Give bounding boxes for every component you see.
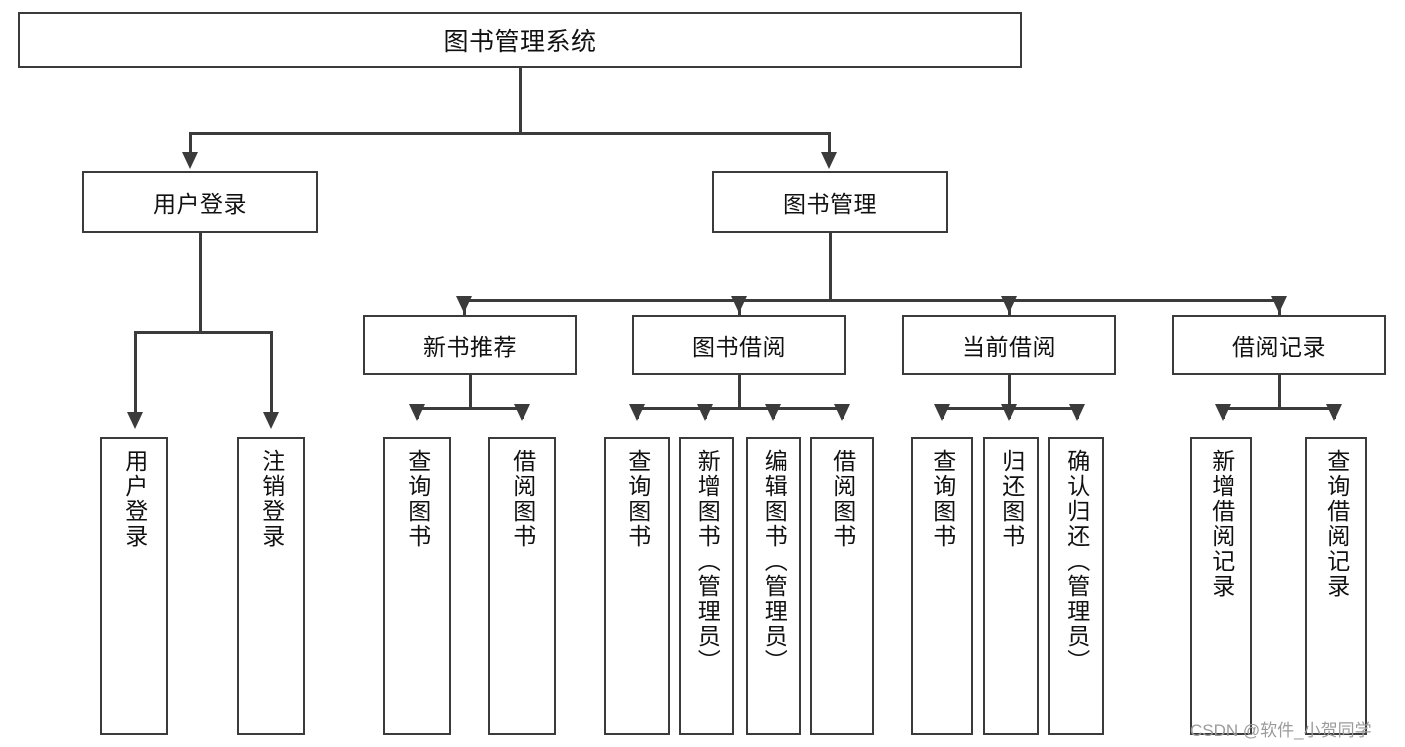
leaf-label: 归还图书 <box>998 449 1025 549</box>
edge-user-login-bus <box>134 331 272 334</box>
edge-user-login-to-leaf-2 <box>270 331 273 415</box>
edge-book-borrow-bus <box>636 407 844 410</box>
arrowhead-book-borrow-leaf-3 <box>765 404 781 421</box>
node-user-login[interactable]: 用户登录 <box>82 171 318 233</box>
node-label: 新书推荐 <box>423 334 517 360</box>
arrowhead-new-book-leaf-2 <box>514 404 530 421</box>
edge-root-to-book-mgmt <box>828 132 831 155</box>
arrowhead-current-borrow-leaf-2 <box>1001 404 1017 421</box>
leaf-label: 查询借阅记录 <box>1323 449 1350 599</box>
edge-borrow-record-stem <box>1278 375 1281 409</box>
node-borrow-record[interactable]: 借阅记录 <box>1172 315 1386 375</box>
leaf-label: 查询图书 <box>624 449 651 549</box>
leaf-label: 查询图书 <box>404 449 431 549</box>
arrowhead-borrow-record-leaf-2 <box>1326 404 1342 421</box>
leaf-book-borrow-query[interactable]: 查询图书 <box>604 437 670 735</box>
leaf-label: 新增借阅记录 <box>1208 449 1235 599</box>
leaf-current-borrow-query[interactable]: 查询图书 <box>911 437 973 735</box>
edge-current-borrow-stem <box>1008 375 1011 409</box>
edge-book-mgmt-stem <box>829 233 832 301</box>
arrowhead-borrow-record-leaf-1 <box>1215 404 1231 421</box>
node-root-system[interactable]: 图书管理系统 <box>18 12 1022 68</box>
leaf-current-borrow-confirm[interactable]: 确认归还（管理员） <box>1048 437 1104 735</box>
arrowhead-book-borrow-leaf-2 <box>697 404 713 421</box>
edge-user-login-to-leaf-1 <box>134 331 137 415</box>
leaf-new-book-borrow[interactable]: 借阅图书 <box>488 437 556 735</box>
leaf-current-borrow-return[interactable]: 归还图书 <box>983 437 1039 735</box>
node-label: 借阅记录 <box>1232 334 1326 360</box>
edge-new-book-stem <box>469 375 472 409</box>
leaf-borrow-record-add[interactable]: 新增借阅记录 <box>1190 437 1252 735</box>
leaf-label: 查询图书 <box>929 449 956 549</box>
leaf-label: 借阅图书 <box>829 449 856 549</box>
arrowhead-book-mgmt <box>821 152 837 169</box>
leaf-user-login-signout[interactable]: 注销登录 <box>237 437 305 735</box>
edge-root-stem <box>519 68 522 134</box>
leaf-label: 用户登录 <box>121 449 148 549</box>
node-label: 图书管理 <box>783 191 877 217</box>
arrowhead-current-borrow-leaf-1 <box>934 404 950 421</box>
arrowhead-user-login <box>182 152 198 169</box>
arrowhead-book-borrow-leaf-4 <box>834 404 850 421</box>
edge-book-mgmt-bus <box>463 299 1280 302</box>
arrowhead-book-borrow-leaf-1 <box>629 404 645 421</box>
node-label: 用户登录 <box>153 191 247 217</box>
leaf-borrow-record-query[interactable]: 查询借阅记录 <box>1305 437 1367 735</box>
leaf-user-login-signin[interactable]: 用户登录 <box>100 437 168 735</box>
arrowhead-book-borrow <box>731 296 747 313</box>
node-new-book-recommend[interactable]: 新书推荐 <box>363 315 577 375</box>
leaf-label: 确认归还（管理员） <box>1063 449 1090 674</box>
edge-root-to-user-login <box>189 132 192 155</box>
arrowhead-new-book-leaf-1 <box>409 404 425 421</box>
leaf-label: 借阅图书 <box>509 449 536 549</box>
leaf-book-borrow-edit[interactable]: 编辑图书（管理员） <box>746 437 801 735</box>
leaf-new-book-query[interactable]: 查询图书 <box>383 437 451 735</box>
edge-user-login-stem <box>199 233 202 333</box>
node-book-borrow[interactable]: 图书借阅 <box>632 315 846 375</box>
arrowhead-user-login-leaf-1 <box>127 412 143 429</box>
arrowhead-new-book-recommend <box>456 296 472 313</box>
leaf-book-borrow-add[interactable]: 新增图书（管理员） <box>679 437 734 735</box>
leaf-label: 新增图书（管理员） <box>694 449 721 674</box>
arrowhead-current-borrow-leaf-3 <box>1069 404 1085 421</box>
node-label: 图书借阅 <box>692 334 786 360</box>
edge-root-bus <box>189 132 831 135</box>
leaf-label: 注销登录 <box>258 449 285 549</box>
edge-borrow-record-bus <box>1222 407 1336 410</box>
node-label: 图书管理系统 <box>443 28 597 56</box>
edge-new-book-bus <box>416 407 524 410</box>
arrowhead-current-borrow <box>1001 296 1017 313</box>
leaf-label: 编辑图书（管理员） <box>761 449 788 674</box>
arrowhead-user-login-leaf-2 <box>263 412 279 429</box>
leaf-book-borrow-lend[interactable]: 借阅图书 <box>810 437 874 735</box>
arrowhead-borrow-record <box>1271 296 1287 313</box>
node-current-borrow[interactable]: 当前借阅 <box>902 315 1116 375</box>
node-label: 当前借阅 <box>962 334 1056 360</box>
edge-book-borrow-stem <box>738 375 741 409</box>
node-book-management[interactable]: 图书管理 <box>712 171 948 233</box>
